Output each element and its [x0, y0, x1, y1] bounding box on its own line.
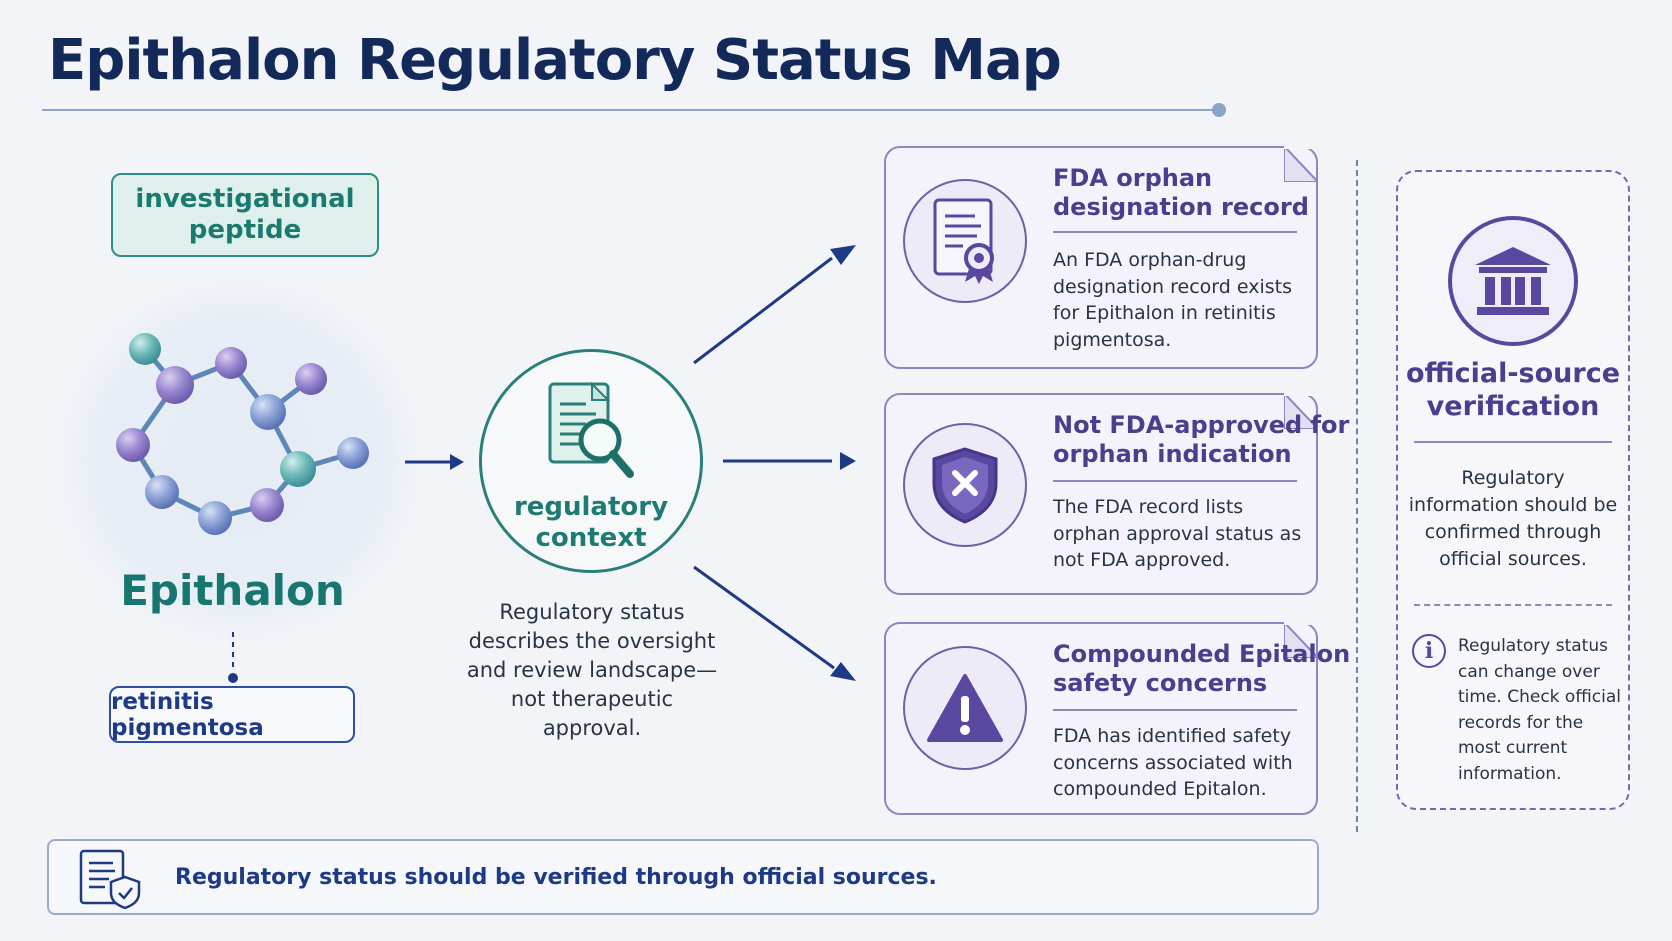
page-fold-icon	[1284, 622, 1318, 658]
branch-arrows	[693, 245, 856, 681]
card-safety-concerns: Compounded Epitalon safety concerns FDA …	[884, 622, 1350, 815]
footer-text: Regulatory status should be verified thr…	[175, 864, 937, 890]
footer-banner: Regulatory status should be verified thr…	[47, 839, 1319, 915]
card-title: Compounded Epitalon safety concerns	[1053, 640, 1351, 697]
arrow-to-context	[405, 454, 464, 470]
indication-tag: retinitis pigmentosa	[109, 686, 355, 743]
page-title: Epithalon Regulatory Status Map	[48, 28, 1062, 93]
document-shield-icon	[79, 849, 141, 909]
verification-title: official-source verification	[1405, 358, 1621, 422]
regulatory-context-label: regulatory context	[513, 492, 669, 554]
info-note: Regulatory status can change over time. …	[1458, 636, 1621, 784]
page-fold-icon	[1284, 146, 1318, 182]
card-body: FDA has identified safety concerns assoc…	[1053, 725, 1293, 801]
compound-name: Epithalon	[120, 566, 345, 615]
card-divider	[1053, 480, 1297, 482]
verification-divider	[1414, 441, 1612, 443]
card-divider	[1053, 709, 1297, 711]
card-title: FDA orphan designation record	[1053, 164, 1309, 221]
molecule-illustration	[116, 333, 369, 535]
card-body: An FDA orphan-drug designation record ex…	[1053, 249, 1292, 351]
investigational-peptide-tag: investigational peptide	[111, 173, 379, 257]
card-divider	[1053, 231, 1297, 233]
card-body: The FDA record lists orphan approval sta…	[1053, 496, 1302, 572]
title-underline-dot	[1212, 103, 1226, 117]
card-title: Not FDA-approved for orphan indication	[1053, 411, 1350, 468]
info-icon: i	[1412, 634, 1446, 668]
shield-x-icon	[903, 423, 1027, 547]
title-underline	[42, 109, 1217, 111]
verification-body: Regulatory information should be confirm…	[1408, 467, 1618, 570]
certificate-icon	[903, 179, 1027, 303]
document-magnifier-icon	[548, 381, 634, 478]
vertical-divider	[1356, 160, 1358, 832]
card-orphan-designation: FDA orphan designation record An FDA orp…	[884, 146, 1318, 369]
regulatory-context-description: Regulatory status describes the oversigh…	[466, 600, 718, 740]
institution-icon	[1448, 216, 1578, 346]
page-fold-icon	[1284, 393, 1318, 429]
compound-connector	[228, 632, 238, 683]
card-not-approved: Not FDA-approved for orphan indication T…	[884, 393, 1349, 595]
verification-dashed-divider	[1414, 604, 1612, 606]
warning-icon	[903, 646, 1027, 770]
